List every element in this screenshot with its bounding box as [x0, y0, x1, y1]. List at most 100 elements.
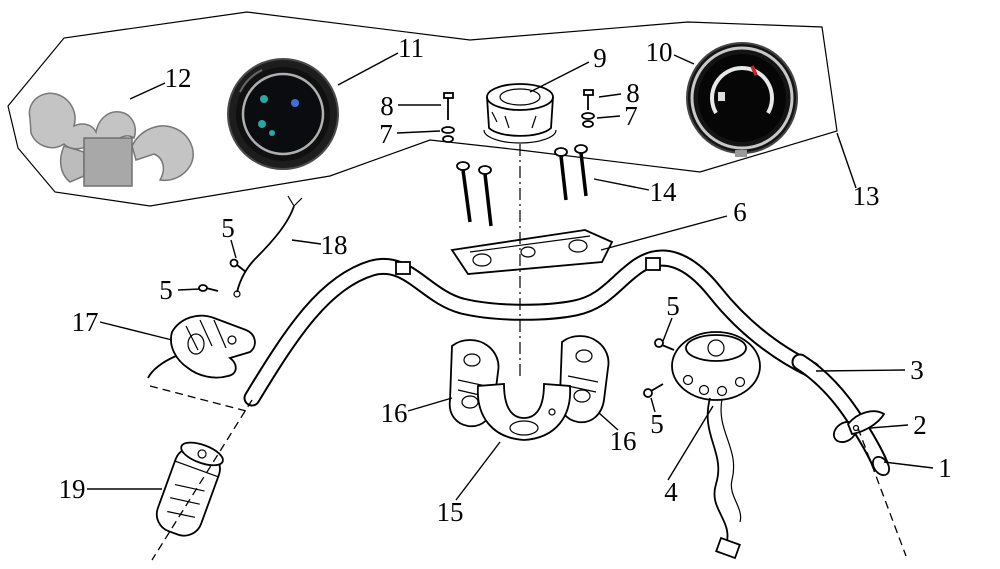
lower-holder-body [477, 383, 571, 441]
callout-leader-16-left [407, 397, 453, 412]
fuel-gauge-photo [686, 42, 798, 157]
left-grip-ring [174, 460, 219, 478]
lower-holder-hole [548, 408, 556, 416]
speedometer-cup [483, 83, 557, 144]
lower-clamp-right-hole-top [575, 349, 593, 363]
callout-leader-10 [673, 54, 695, 65]
callout-label-8-left: 8 [380, 91, 394, 121]
cable-fork-end [287, 195, 303, 207]
left-lever-assembly [147, 314, 256, 379]
left-grip [155, 441, 224, 537]
callout-leader-15 [455, 441, 501, 501]
bolt-shaft [483, 173, 493, 227]
switch-housing-center-hole [707, 339, 725, 357]
fuel-gauge-chrome-ring [690, 46, 794, 150]
washer-left [441, 126, 455, 134]
right-switch-housing [671, 331, 761, 560]
screw-5-left [198, 284, 208, 292]
callout-leader-3 [815, 369, 906, 372]
lever-area-dash [149, 385, 251, 413]
callout-label-13: 13 [853, 181, 880, 211]
screw-5-right-lower [643, 388, 653, 398]
bolt-head-14 [574, 144, 588, 154]
lower-clamp-left-hole-top [463, 353, 481, 367]
callout-label-3: 3 [910, 355, 924, 385]
switch-hole [716, 385, 728, 397]
callout-label-7-right: 7 [624, 101, 638, 131]
callout-leader-5a [230, 239, 237, 259]
lever-blade [147, 355, 177, 379]
mirror-mount-right [645, 257, 661, 271]
wire-connector [715, 536, 741, 560]
handlebar-fill [245, 251, 819, 405]
cable-end-fitting [233, 290, 241, 298]
washer-right [581, 112, 595, 120]
screw-head-left [443, 92, 454, 99]
photo-region-polygon [7, 11, 838, 207]
callout-leader-14 [593, 178, 650, 191]
bracket-foot [59, 145, 85, 183]
callout-label-16-left: 16 [381, 398, 408, 428]
callout-leader-5c [662, 317, 673, 342]
callout-label-16-right: 16 [610, 426, 637, 456]
callout-leader-16-right [598, 412, 619, 431]
beam-icon [258, 120, 266, 128]
screw-5-right-lower-shaft [650, 383, 664, 392]
speedometer-cup-hole [499, 88, 541, 106]
screw-set-right [581, 89, 595, 128]
speedometer-cup-hatch [491, 111, 537, 129]
lever-pivot [227, 335, 237, 345]
callout-label-5a: 5 [221, 213, 235, 243]
bracket-photo [28, 92, 194, 187]
lever-bracket-body [170, 314, 256, 379]
callout-leader-13 [836, 132, 857, 189]
indicator-gauge-photo [227, 58, 339, 170]
upper-bracket-hole-left [472, 253, 492, 267]
callout-leader-1 [883, 461, 934, 469]
nut-left [442, 135, 454, 143]
callout-label-11: 11 [398, 33, 424, 63]
lever-clamp-hole [187, 333, 205, 355]
upper-bracket-center-hole [520, 246, 536, 258]
right-axis-dash [857, 427, 907, 557]
lever-hatch [185, 319, 227, 351]
switch-housing-top [685, 334, 747, 362]
callout-label-4: 4 [664, 477, 678, 507]
callout-label-6: 6 [733, 197, 747, 227]
callout-leader-6 [600, 215, 728, 251]
upper-bracket-edge-line [469, 235, 591, 253]
upper-bracket [450, 229, 614, 275]
bolt-head [478, 165, 492, 175]
callout-label-7-left: 7 [379, 119, 393, 149]
lower-holder-boss [509, 420, 539, 436]
screw-set-left [441, 92, 455, 143]
callout-label-1: 1 [938, 453, 952, 483]
callout-label-8-right: 8 [626, 78, 640, 108]
left-grip-top [180, 441, 224, 467]
mount-bolts [456, 144, 588, 227]
callout-label-19: 19 [59, 474, 86, 504]
callout-leader-12 [129, 82, 166, 100]
callout-label-9: 9 [593, 43, 607, 73]
bracket-right-arm [131, 125, 194, 182]
callout-label-2: 2 [913, 410, 927, 440]
neutral-icon [269, 130, 275, 136]
photo-region-outline [7, 11, 838, 207]
fuel-gauge-red-mark [750, 65, 758, 76]
lower-clamp-right-hole-bottom [573, 389, 591, 403]
nut-right [582, 120, 594, 128]
callout-label-15: 15 [437, 497, 464, 527]
screw-5-top-left [229, 258, 239, 268]
callout-leader-17 [99, 321, 173, 341]
callout-leader-9 [529, 61, 590, 93]
switch-hole [682, 374, 694, 386]
callout-label-5b: 5 [159, 275, 173, 305]
lower-holder [477, 383, 571, 441]
screw-head-right [583, 89, 594, 96]
fuel-gauge-scale-arc [710, 66, 774, 114]
callout-leader-7-left [396, 130, 441, 134]
handlebar-tube [243, 249, 821, 407]
indicator-gauge-bezel [241, 72, 325, 156]
speedometer-cup-top [486, 83, 554, 111]
